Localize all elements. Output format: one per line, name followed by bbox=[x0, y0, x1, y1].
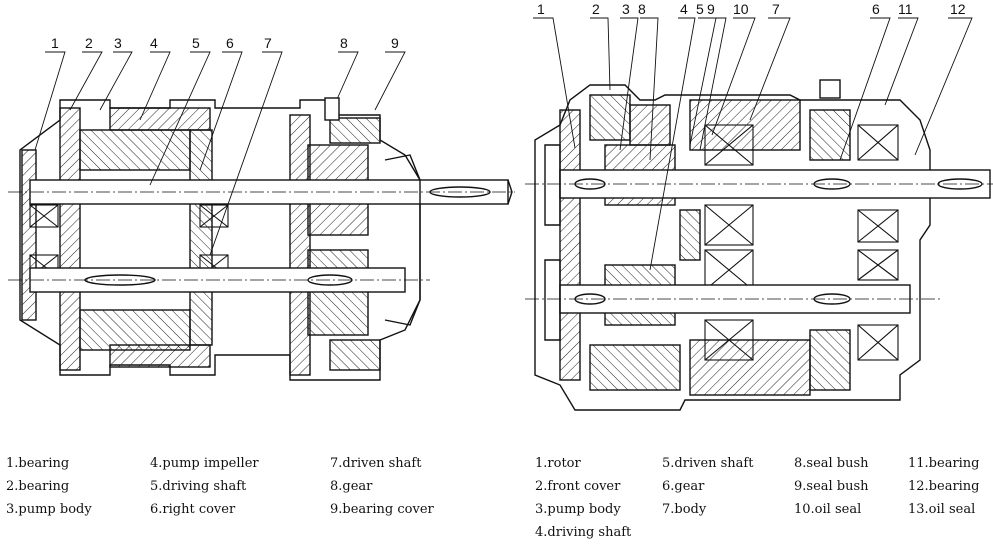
right-callout-7: 7 bbox=[772, 1, 780, 17]
legend-item: 10.oil seal bbox=[794, 502, 862, 517]
right-pump-drawing bbox=[525, 17, 993, 411]
right-callout-10: 10 bbox=[733, 1, 749, 17]
right-callout-12: 12 bbox=[950, 1, 966, 17]
left-callout-1: 1 bbox=[51, 35, 59, 51]
right-callout-8: 8 bbox=[638, 1, 646, 17]
left-pump-drawing bbox=[8, 51, 515, 381]
legend-item: 7.driven shaft bbox=[330, 456, 422, 471]
legend-item: 9.bearing cover bbox=[330, 502, 434, 517]
left-callout-3: 3 bbox=[114, 35, 122, 51]
right-legend-col-3: 8.seal bush 9.seal bush 10.oil seal bbox=[794, 452, 869, 521]
right-legend-col-4: 11.bearing 12.bearing 13.oil seal bbox=[908, 452, 980, 521]
right-callout-9: 9 bbox=[707, 1, 715, 17]
left-callout-8: 8 bbox=[340, 35, 348, 51]
legend-item: 8.gear bbox=[330, 479, 373, 494]
right-legend-col-2: 5.driven shaft 6.gear 7.body bbox=[662, 452, 753, 521]
legend-item: 3.pump body bbox=[535, 502, 621, 517]
legend-item: 5.driving shaft bbox=[150, 479, 247, 494]
legend-item: 11.bearing bbox=[908, 456, 980, 471]
left-callout-2: 2 bbox=[85, 35, 93, 51]
left-legend-col-2: 4.pump impeller 5.driving shaft 6.right … bbox=[150, 452, 259, 521]
legend-item: 8.seal bush bbox=[794, 456, 869, 471]
legend-item: 6.right cover bbox=[150, 502, 236, 517]
right-legend-col-1: 1.rotor 2.front cover 3.pump body 4.driv… bbox=[535, 452, 631, 544]
legend-item: 3.pump body bbox=[6, 502, 92, 517]
legend-item: 13.oil seal bbox=[908, 502, 976, 517]
left-callout-9: 9 bbox=[391, 35, 399, 51]
legend-item: 12.bearing bbox=[908, 479, 980, 494]
legend-item: 2.front cover bbox=[535, 479, 621, 494]
legend-item: 2.bearing bbox=[6, 479, 70, 494]
right-callout-3: 3 bbox=[622, 1, 630, 17]
legend-item: 9.seal bush bbox=[794, 479, 869, 494]
left-callout-4: 4 bbox=[150, 35, 158, 51]
left-callout-5: 5 bbox=[192, 35, 200, 51]
legend-item: 1.rotor bbox=[535, 456, 581, 471]
legend-item: 4.pump impeller bbox=[150, 456, 259, 471]
right-callout-4: 4 bbox=[680, 1, 688, 17]
left-legend-col-1: 1.bearing 2.bearing 3.pump body bbox=[6, 452, 92, 521]
right-callout-11: 11 bbox=[898, 1, 913, 17]
legend-item: 4.driving shaft bbox=[535, 525, 632, 540]
legend-item: 1.bearing bbox=[6, 456, 70, 471]
legend-item: 7.body bbox=[662, 502, 707, 517]
pump-cross-section-drawings: 1 2 3 4 5 6 7 8 9 bbox=[8, 1, 993, 411]
right-callout-2: 2 bbox=[592, 1, 600, 17]
right-callout-1: 1 bbox=[537, 1, 545, 17]
legend-item: 5.driven shaft bbox=[662, 456, 754, 471]
left-legend-col-3: 7.driven shaft 8.gear 9.bearing cover bbox=[330, 452, 434, 521]
legend-item: 6.gear bbox=[662, 479, 705, 494]
right-callout-5: 5 bbox=[696, 1, 704, 17]
right-callout-6: 6 bbox=[872, 1, 880, 17]
left-callout-6: 6 bbox=[226, 35, 234, 51]
left-callout-7: 7 bbox=[264, 35, 272, 51]
